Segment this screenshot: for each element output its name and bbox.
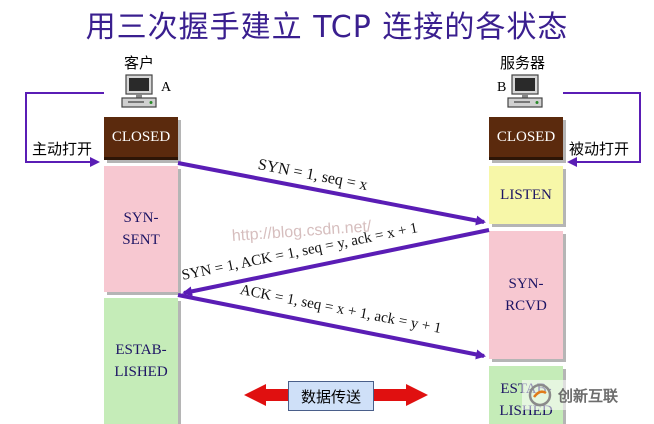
- ack-arrow: [177, 293, 486, 360]
- syn-rcvd-line1: SYN-: [508, 276, 544, 292]
- server-label: 服务器: [500, 54, 546, 72]
- listen-state: LISTEN: [489, 166, 563, 224]
- client-closed-label: CLOSED: [111, 129, 171, 145]
- data-transfer-label: 数据传送: [288, 381, 374, 411]
- data-transfer-arrow-left: [244, 384, 288, 406]
- syn-ack-arrow: [182, 228, 490, 297]
- client-label: 客户: [124, 54, 155, 72]
- syn-rcvd-line2: RCVD: [505, 298, 547, 314]
- listen-label: LISTEN: [500, 187, 552, 203]
- server-closed-state: CLOSED: [489, 117, 563, 160]
- logo-icon: [528, 383, 552, 407]
- client-closed-state: CLOSED: [104, 117, 178, 160]
- server-computer-icon: [506, 74, 546, 116]
- active-open-arrow: [25, 92, 104, 167]
- passive-open-label: 被动打开: [569, 140, 630, 158]
- syn-arrow: [177, 161, 486, 226]
- logo-text: 创新互联: [558, 387, 619, 405]
- server-letter: B: [497, 80, 507, 95]
- syn-sent-state: SYN- SENT: [104, 166, 178, 292]
- client-computer-icon: [120, 74, 160, 116]
- diagram-title: 用三次握手建立 TCP 连接的各状态: [85, 10, 569, 45]
- client-established-state: ESTAB- LISHED: [104, 298, 178, 424]
- brand-logo: 创新互联: [522, 380, 652, 410]
- server-closed-label: CLOSED: [496, 129, 556, 145]
- syn-sent-line2: SENT: [122, 232, 160, 248]
- passive-open-arrow: [563, 92, 641, 167]
- data-transfer-arrow-right: [372, 384, 428, 406]
- syn-rcvd-state: SYN- RCVD: [489, 231, 563, 359]
- client-established-line1: ESTAB-: [115, 342, 167, 358]
- client-letter: A: [161, 80, 172, 95]
- active-open-label: 主动打开: [32, 140, 93, 158]
- client-established-line2: LISHED: [114, 364, 168, 380]
- syn-sent-line1: SYN-: [123, 210, 159, 226]
